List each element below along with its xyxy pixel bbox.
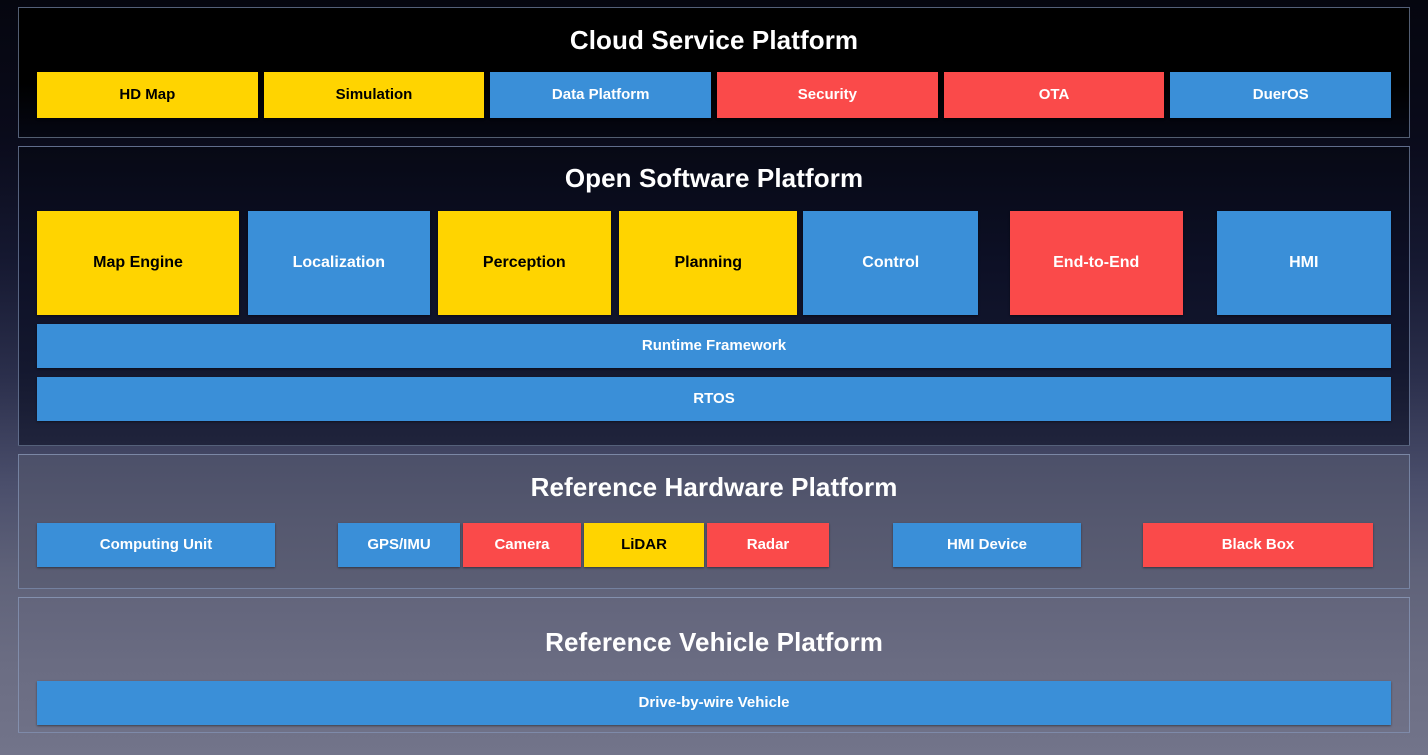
layer-reference-hardware-platform: Reference Hardware Platform Computing Un… (18, 454, 1410, 589)
layer-title-software: Open Software Platform (564, 163, 864, 193)
box-hd-map[interactable]: HD Map (37, 72, 258, 118)
box-simulation[interactable]: Simulation (263, 72, 485, 118)
box-data-platform[interactable]: Data Platform (490, 72, 712, 118)
cloud-box-row: HD Map Simulation Data Platform Security… (37, 72, 1392, 118)
box-planning[interactable]: Planning (619, 211, 798, 315)
box-dueros[interactable]: DuerOS (1170, 72, 1392, 118)
box-map-engine[interactable]: Map Engine (37, 211, 240, 315)
box-security[interactable]: Security (717, 72, 938, 118)
box-camera[interactable]: Camera (463, 523, 581, 567)
box-drive-by-wire-vehicle[interactable]: Drive-by-wire Vehicle (37, 681, 1391, 725)
box-radar[interactable]: Radar (707, 523, 829, 567)
hardware-box-row: Computing Unit GPS/IMU Camera LiDAR Rada… (37, 523, 1391, 567)
layer-cloud-service-platform: Cloud Service Platform HD Map Simulation… (18, 7, 1410, 138)
layer-title-vehicle: Reference Vehicle Platform (545, 627, 883, 657)
box-control[interactable]: Control (803, 211, 978, 315)
box-rtos[interactable]: RTOS (37, 377, 1391, 421)
box-lidar[interactable]: LiDAR (584, 523, 704, 567)
box-computing-unit[interactable]: Computing Unit (37, 523, 275, 567)
box-hmi-device[interactable]: HMI Device (893, 523, 1081, 567)
box-end-to-end[interactable]: End-to-End (1009, 211, 1183, 315)
box-hmi[interactable]: HMI (1216, 211, 1391, 315)
layer-title-hardware: Reference Hardware Platform (530, 472, 898, 502)
layer-title-cloud: Cloud Service Platform (569, 25, 859, 55)
box-black-box[interactable]: Black Box (1143, 523, 1373, 567)
software-module-row: Map Engine Localization Perception Plann… (37, 211, 1391, 315)
box-localization[interactable]: Localization (248, 211, 430, 315)
layer-reference-vehicle-platform: Reference Vehicle Platform Drive-by-wire… (18, 597, 1410, 733)
layer-open-software-platform: Open Software Platform Map Engine Locali… (18, 146, 1410, 446)
box-runtime-framework[interactable]: Runtime Framework (37, 324, 1391, 368)
box-ota[interactable]: OTA (943, 72, 1165, 118)
box-perception[interactable]: Perception (437, 211, 612, 315)
box-gps-imu[interactable]: GPS/IMU (338, 523, 460, 567)
